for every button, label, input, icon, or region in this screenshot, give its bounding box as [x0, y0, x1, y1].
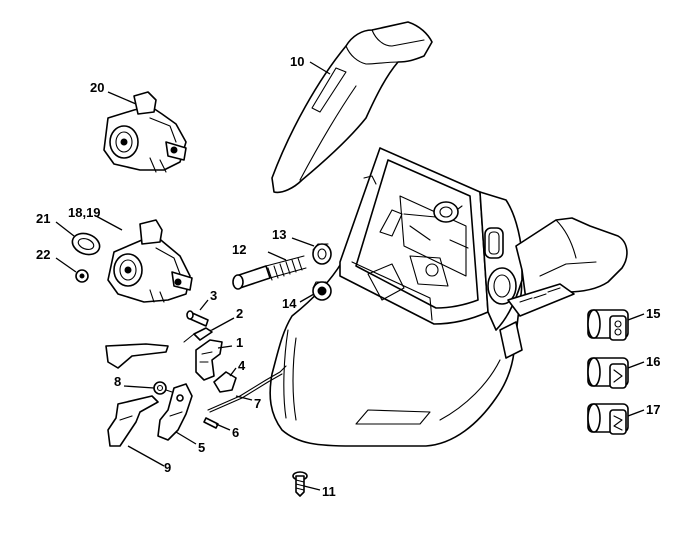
- part-8-spring[interactable]: [153, 381, 173, 395]
- callout-4: 4: [238, 358, 246, 373]
- callout-13: 13: [272, 227, 286, 242]
- callout-22: 22: [36, 247, 50, 262]
- part-10-cover[interactable]: [271, 21, 433, 194]
- leader-lines: [55, 61, 645, 491]
- part-17-filter[interactable]: [587, 403, 629, 435]
- callout-14: 14: [282, 296, 297, 311]
- callout-6: 6: [232, 425, 239, 440]
- main-housing[interactable]: [269, 147, 628, 447]
- part-22-nut[interactable]: [75, 269, 89, 283]
- part-11-screw[interactable]: [292, 471, 308, 497]
- callout-8: 8: [114, 374, 121, 389]
- callout-3: 3: [210, 288, 217, 303]
- callout-10: 10: [290, 54, 304, 69]
- callout-15: 15: [646, 306, 660, 321]
- callout-18-19: 18,19: [68, 205, 101, 220]
- callout-12: 12: [232, 242, 246, 257]
- part-1-throttle-lever[interactable]: [105, 339, 223, 381]
- part-9-trigger[interactable]: [107, 395, 159, 447]
- callout-16: 16: [646, 354, 660, 369]
- part-21-gasket[interactable]: [69, 230, 102, 258]
- part-3-pin[interactable]: [186, 310, 209, 327]
- part-18-19-carburetor[interactable]: [107, 219, 193, 303]
- part-14-grommet[interactable]: [312, 281, 332, 301]
- part-2-spring-clip[interactable]: [183, 327, 213, 343]
- callout-labels: 10 20 18,19 21 22 12 13 14 3 2 1 4 7 6 8…: [36, 54, 660, 499]
- callout-9: 9: [164, 460, 171, 475]
- part-4-lever[interactable]: [213, 371, 237, 393]
- callout-11: 11: [322, 484, 336, 499]
- callout-21: 21: [36, 211, 50, 226]
- part-7-throttle-rod[interactable]: [207, 365, 287, 413]
- callout-17: 17: [646, 402, 660, 417]
- part-6-pin[interactable]: [203, 417, 219, 429]
- part-15-filter[interactable]: [587, 309, 629, 341]
- part-20-carburetor[interactable]: [103, 91, 187, 173]
- part-12-spring[interactable]: [232, 255, 307, 290]
- callout-20: 20: [90, 80, 104, 95]
- callout-2: 2: [236, 306, 243, 321]
- callout-7: 7: [254, 396, 261, 411]
- callout-5: 5: [198, 440, 205, 455]
- part-5-interlock[interactable]: [157, 383, 193, 441]
- part-13-grommet[interactable]: [312, 243, 332, 265]
- part-16-filter[interactable]: [587, 357, 629, 389]
- callout-1: 1: [236, 335, 243, 350]
